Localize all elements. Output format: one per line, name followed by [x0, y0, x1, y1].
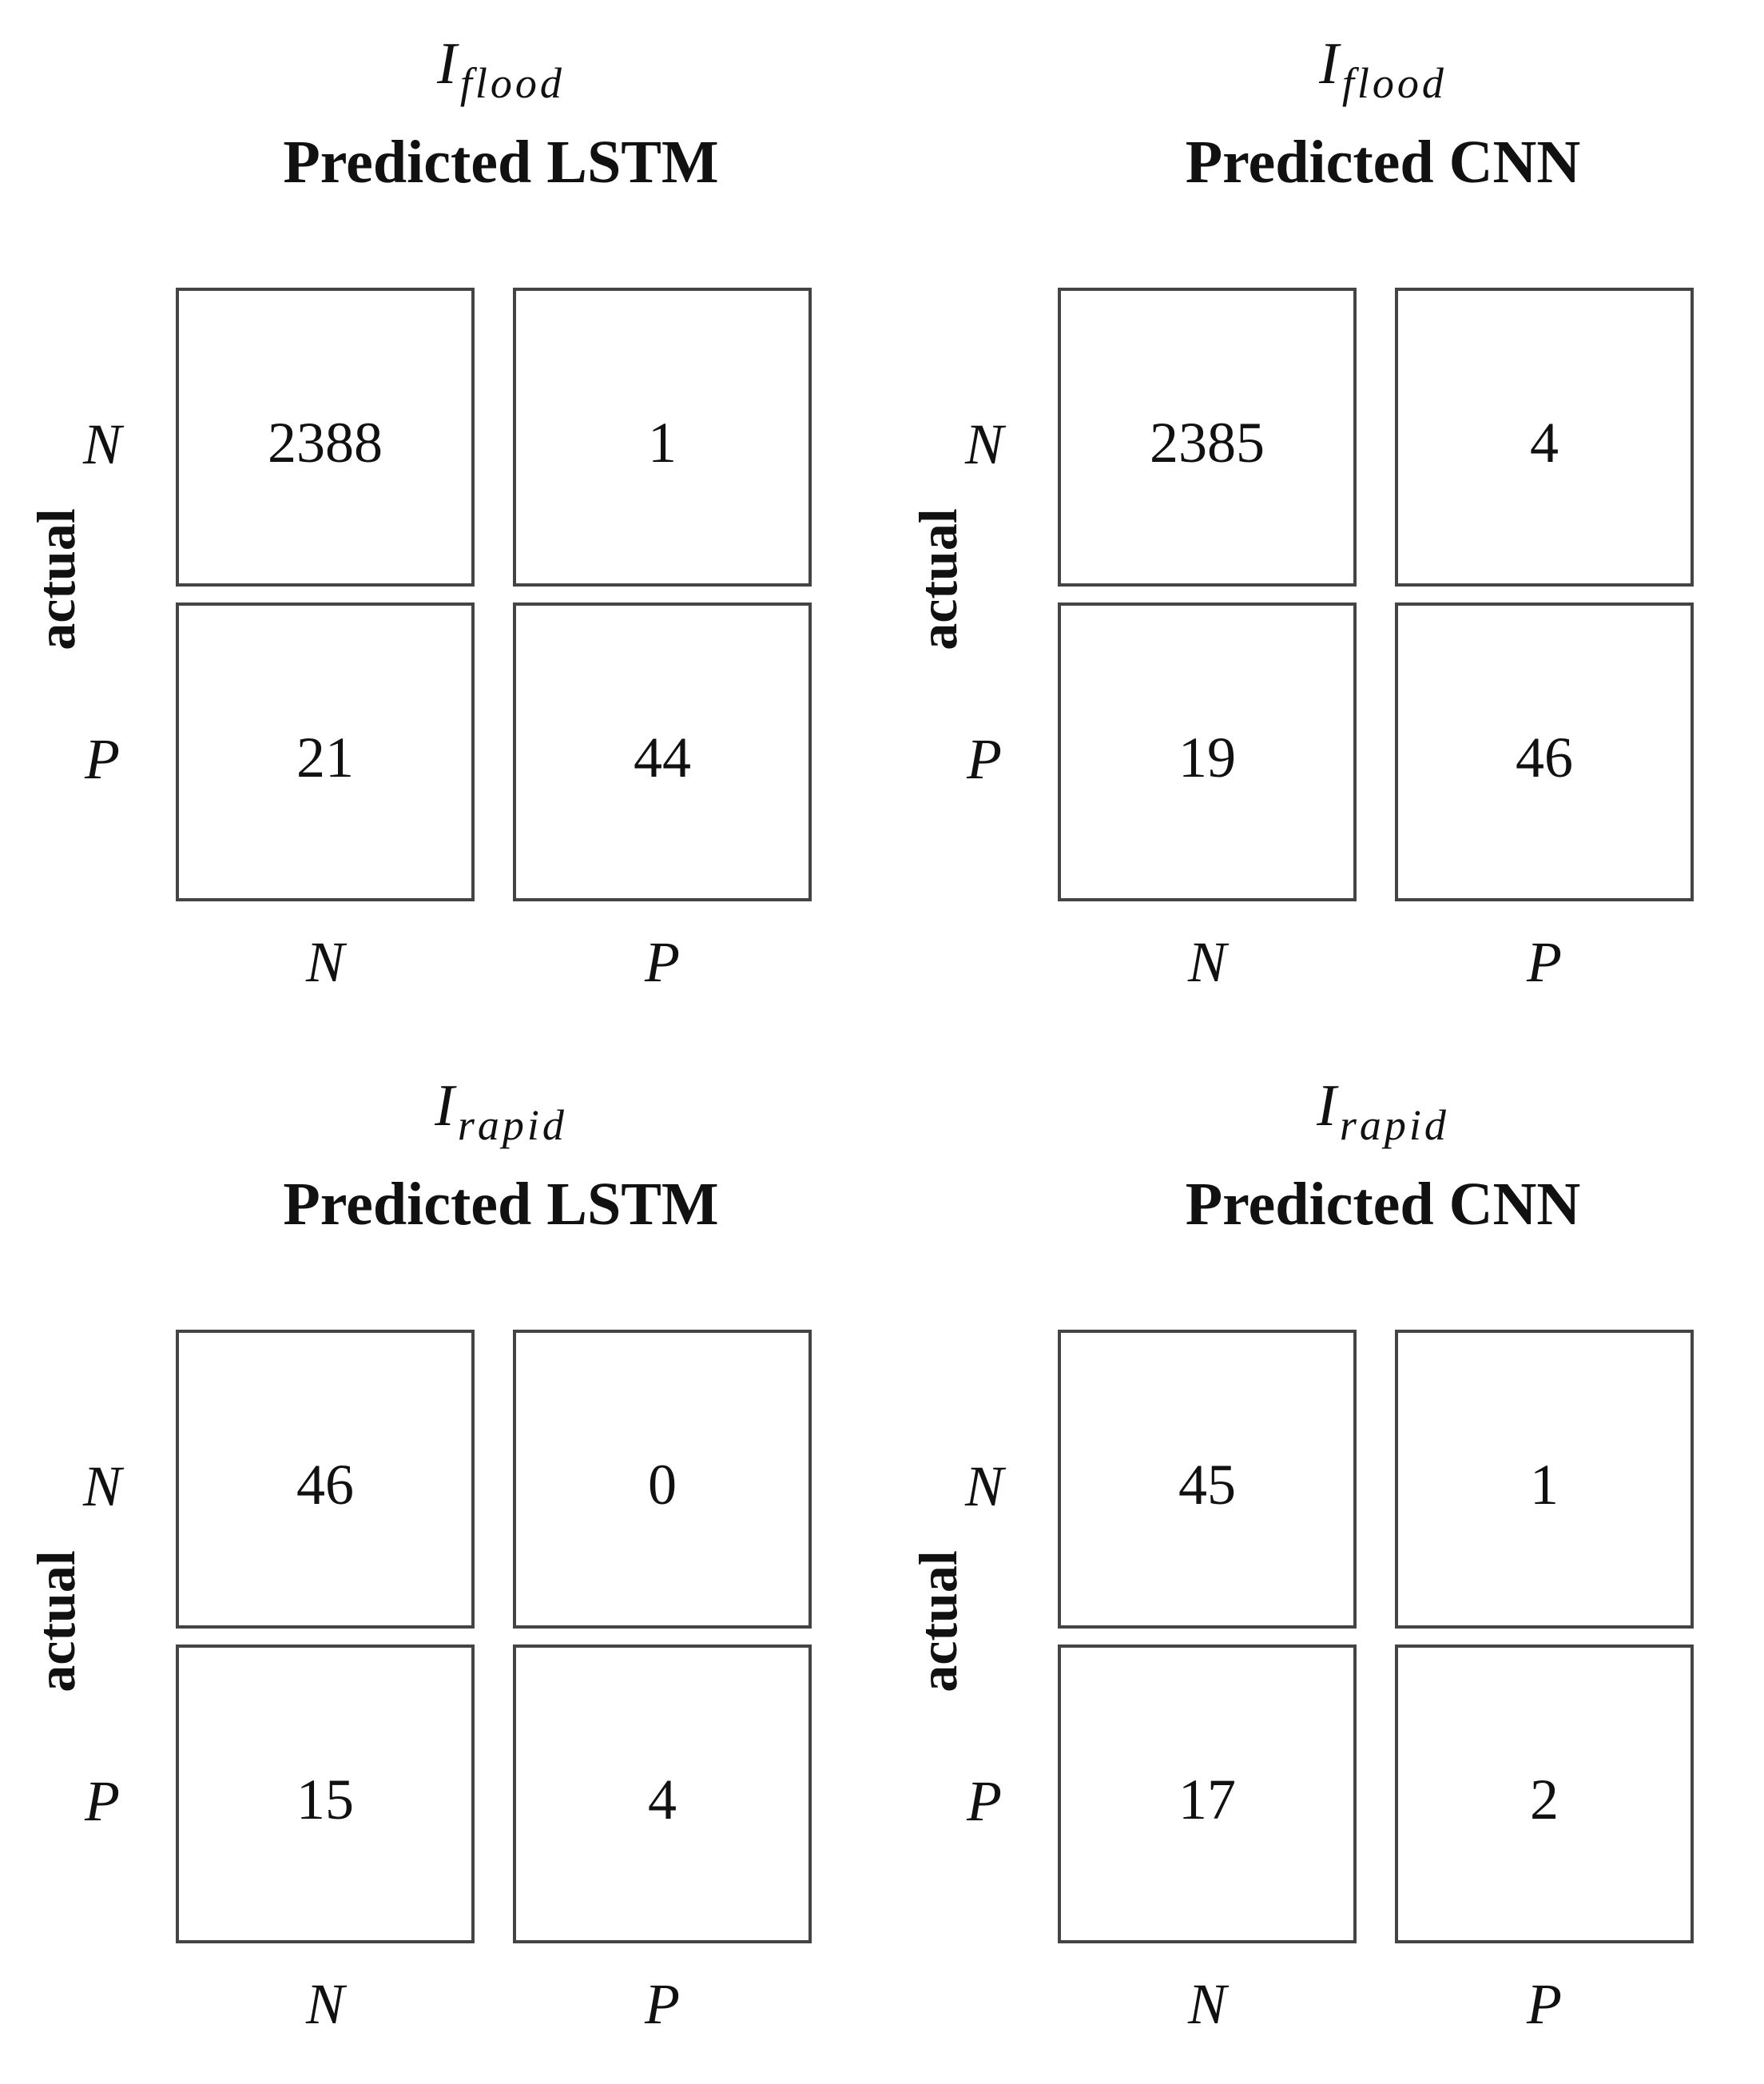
matrix-cell: 45: [1058, 1330, 1357, 1629]
col-label-n: N: [1187, 930, 1227, 994]
row-label-n: N: [82, 1454, 122, 1518]
matrix-cell: 4: [1395, 288, 1694, 587]
y-axis-label: actual: [908, 508, 968, 650]
col-label-p: P: [645, 930, 680, 994]
matrix-cell: 1: [513, 288, 812, 587]
col-label-n: N: [305, 1972, 345, 2036]
subtitle-subscript: flood: [459, 59, 565, 107]
cell-value: 44: [634, 726, 691, 789]
y-axis-label: actual: [26, 508, 86, 650]
cell-value: 19: [1178, 726, 1236, 789]
cell-value: 1: [648, 411, 677, 475]
subtitle-symbol: I: [1319, 31, 1339, 97]
panel-subtitle: Irapid: [882, 1073, 1764, 1149]
row-label-p: P: [967, 727, 1002, 791]
cell-value: 17: [1178, 1768, 1236, 1831]
panel-subtitle: Iflood: [0, 31, 882, 107]
cell-value: 2388: [268, 411, 383, 475]
matrix-cell: 2: [1395, 1645, 1694, 1943]
cell-value: 45: [1178, 1453, 1236, 1517]
col-label-p: P: [1527, 1972, 1562, 2036]
subtitle-symbol: I: [437, 31, 457, 97]
panel-subtitle: Irapid: [0, 1073, 882, 1149]
matrix-cell: 4: [513, 1645, 812, 1943]
row-label-n: N: [964, 412, 1004, 476]
cell-value: 4: [1530, 411, 1559, 475]
cell-value: 2: [1530, 1768, 1559, 1831]
cell-value: 2385: [1150, 411, 1265, 475]
col-label-p: P: [1527, 930, 1562, 994]
panel-title: Predicted CNN: [1185, 1171, 1581, 1238]
y-axis-label: actual: [908, 1550, 968, 1692]
matrix-cell: 15: [176, 1645, 475, 1943]
subtitle-symbol: I: [435, 1073, 455, 1139]
cell-value: 15: [296, 1768, 354, 1831]
panel-title: Predicted LSTM: [283, 1171, 719, 1238]
subtitle-subscript: rapid: [1339, 1101, 1449, 1149]
panel-title: Predicted LSTM: [283, 129, 719, 196]
cell-value: 0: [648, 1453, 677, 1517]
col-label-p: P: [645, 1972, 680, 2036]
matrix-cell: 17: [1058, 1645, 1357, 1943]
cell-value: 1: [1530, 1453, 1559, 1517]
panel-subtitle: Iflood: [882, 31, 1764, 107]
cell-value: 46: [296, 1453, 354, 1517]
matrix-cell: 19: [1058, 603, 1357, 901]
y-axis-label: actual: [26, 1550, 86, 1692]
subtitle-subscript: flood: [1341, 59, 1447, 107]
row-label-n: N: [964, 1454, 1004, 1518]
subtitle-subscript: rapid: [457, 1101, 567, 1149]
cell-value: 46: [1516, 726, 1573, 789]
row-label-n: N: [82, 412, 122, 476]
cell-value: 4: [648, 1768, 677, 1831]
matrix-cell: 2388: [176, 288, 475, 587]
matrix-cell: 1: [1395, 1330, 1694, 1629]
matrix-cell: 46: [176, 1330, 475, 1629]
col-label-n: N: [305, 930, 345, 994]
cell-value: 21: [296, 726, 354, 789]
matrix-cell: 0: [513, 1330, 812, 1629]
panel-title: Predicted CNN: [1185, 129, 1581, 196]
row-label-p: P: [85, 727, 120, 791]
row-label-p: P: [967, 1769, 1002, 1833]
col-label-n: N: [1187, 1972, 1227, 2036]
subtitle-symbol: I: [1317, 1073, 1337, 1139]
matrix-cell: 44: [513, 603, 812, 901]
matrix-cell: 2385: [1058, 288, 1357, 587]
matrix-cell: 46: [1395, 603, 1694, 901]
row-label-p: P: [85, 1769, 120, 1833]
matrix-cell: 21: [176, 603, 475, 901]
